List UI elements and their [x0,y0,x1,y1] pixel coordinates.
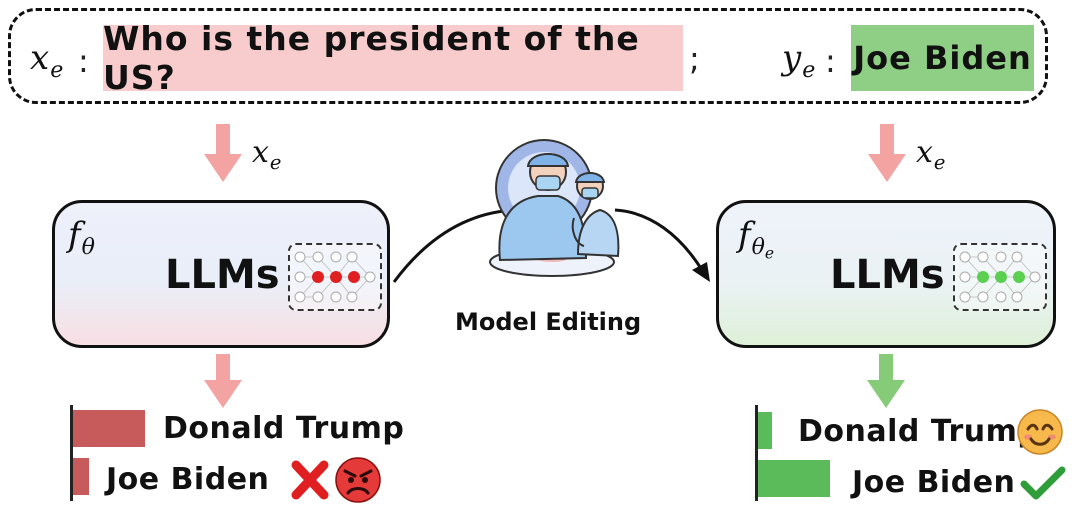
original-llm-label: LLMs [165,252,280,298]
left-input-label: xe [252,135,282,174]
right-label-donald-trump: Donald Trump [798,414,1040,449]
edited-neuron-3 [1013,271,1025,283]
smiling-face-icon [1017,409,1063,455]
check-mark-icon [1020,466,1066,500]
original-network-icon [294,251,376,303]
edited-neuron-2 [995,271,1007,283]
edit-query-frame [8,8,1048,104]
right-input-arrow [868,124,906,182]
left-chart-axis [70,405,73,501]
edited-neuron-1 [977,271,989,283]
original-network-box [288,243,382,311]
y-colon: : [825,42,836,80]
y-e-symbol: ye [782,38,816,83]
cross-mark-icon [291,460,329,500]
original-neuron-3 [348,271,360,283]
surgeons-icon [489,139,620,277]
original-func-label: fθ [68,215,95,260]
left-label-donald-trump: Donald Trump [163,411,405,446]
x-e-symbol: xe [30,38,64,83]
right-input-label: xe [916,135,946,174]
left-output-arrow [204,354,242,408]
edited-llm-label: LLMs [830,252,945,298]
edited-func-label: fθe [738,215,775,263]
original-neuron-1 [312,271,324,283]
left-bar-joe-biden [73,458,89,495]
left-bar-donald-trump [73,410,145,447]
edited-model-box [716,200,1056,348]
question-box: Who is the president of the US? [103,19,683,97]
original-neuron-2 [330,271,342,283]
right-bar-donald-trump [758,412,772,449]
x-colon: : [78,42,89,80]
right-output-arrow [867,354,905,408]
left-label-joe-biden: Joe Biden [106,462,270,497]
right-chart-axis [755,405,758,501]
answer-box: Joe Biden [851,25,1034,91]
angry-face-icon [335,457,381,503]
edited-network-box [953,243,1047,311]
right-label-joe-biden: Joe Biden [852,465,1016,500]
separator: ; [689,40,700,78]
left-input-arrow [204,124,242,182]
model-editing-caption: Model Editing [455,308,642,336]
edited-network-icon [959,251,1041,303]
right-bar-joe-biden [758,460,830,497]
